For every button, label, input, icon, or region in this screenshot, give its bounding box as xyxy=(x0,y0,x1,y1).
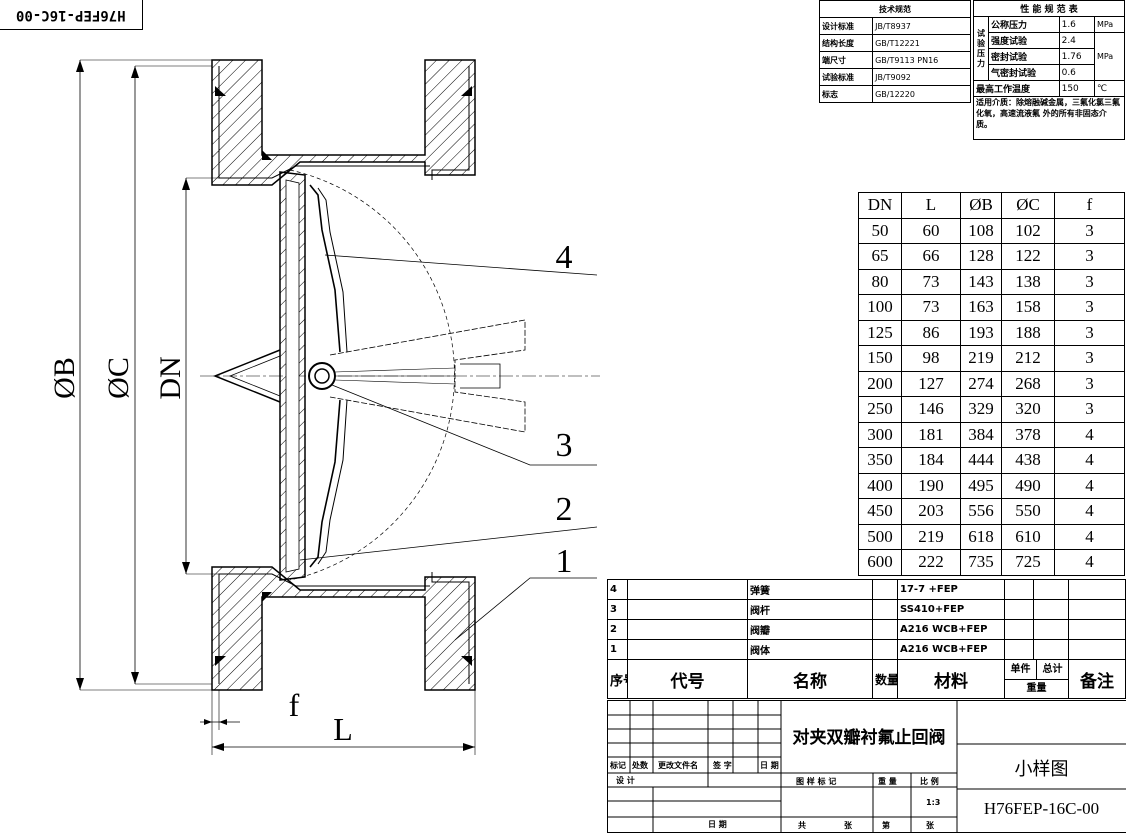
dim-label-phi-b: ØB xyxy=(48,357,81,399)
dimensions-header: DN L ØB ØC f xyxy=(858,192,1125,219)
spring xyxy=(309,184,341,353)
total-label: 共 xyxy=(798,821,806,830)
callout-1: 1 xyxy=(556,543,573,580)
callout-2: 2 xyxy=(556,491,573,528)
medium-note: 适用介质：除熔融碱金属，三氟化氯三氟化氧，高速流液氟 外的所有非固态介质。 xyxy=(973,96,1125,140)
drawing-type: 小样图 xyxy=(1014,759,1069,780)
performance-row: 最高工作温度 150 ℃ xyxy=(973,80,1126,97)
date-label: 日 期 xyxy=(708,820,727,829)
valve-section-drawing: ØB ØC DN f L 4 3 2 1 xyxy=(48,59,600,755)
title-block: 标记 处数 更改文件名 签 字 日 期 设 计 日 期 对夹双瓣衬氟止回阀 图 … xyxy=(607,700,1126,833)
design-label: 设 计 xyxy=(616,776,635,785)
rev-label-mark: 标记 xyxy=(610,761,626,770)
rev-label-date: 日 期 xyxy=(760,761,779,770)
scale-value: 1:3 xyxy=(926,798,941,807)
product-name: 对夹双瓣衬氟止回阀 xyxy=(792,728,946,748)
rev-label-file: 更改文件名 xyxy=(658,761,698,770)
sheet-label-2: 张 xyxy=(926,821,934,830)
performance-title: 性 能 规 范 表 xyxy=(973,0,1125,17)
scale-label: 比 例 xyxy=(920,777,939,786)
dim-label-phi-c: ØC xyxy=(102,357,135,399)
performance-row: 试验压力 公称压力 1.6 MPa xyxy=(973,16,1126,81)
dim-label-dn: DN xyxy=(154,356,187,399)
bom-header: 序号 代号 名称 数量 材料 单件 总计 重量 备注 xyxy=(607,659,1126,699)
sheet-no-label: 第 xyxy=(882,821,890,830)
drawing-code-tab: H76FEP-16C-00 xyxy=(0,0,143,30)
dim-label-f: f xyxy=(289,687,300,723)
drawing-code: H76FEP-16C-00 xyxy=(983,799,1100,818)
rev-label-count: 处数 xyxy=(632,761,648,770)
rev-label-sign: 签 字 xyxy=(713,761,732,770)
stem-circle xyxy=(308,362,336,390)
dim-label-l: L xyxy=(333,711,353,747)
test-pressure-group-label: 试验压力 xyxy=(973,16,989,81)
weight-label: 重 量 xyxy=(878,777,897,786)
stage-label: 图 样 标 记 xyxy=(796,777,837,786)
callout-3: 3 xyxy=(556,427,573,464)
sheet-label: 张 xyxy=(844,821,852,830)
tech-spec-title: 技术规范 xyxy=(819,0,971,18)
title-block-grid xyxy=(608,701,1126,832)
callout-4: 4 xyxy=(556,239,573,276)
body-lower-section xyxy=(211,566,476,691)
